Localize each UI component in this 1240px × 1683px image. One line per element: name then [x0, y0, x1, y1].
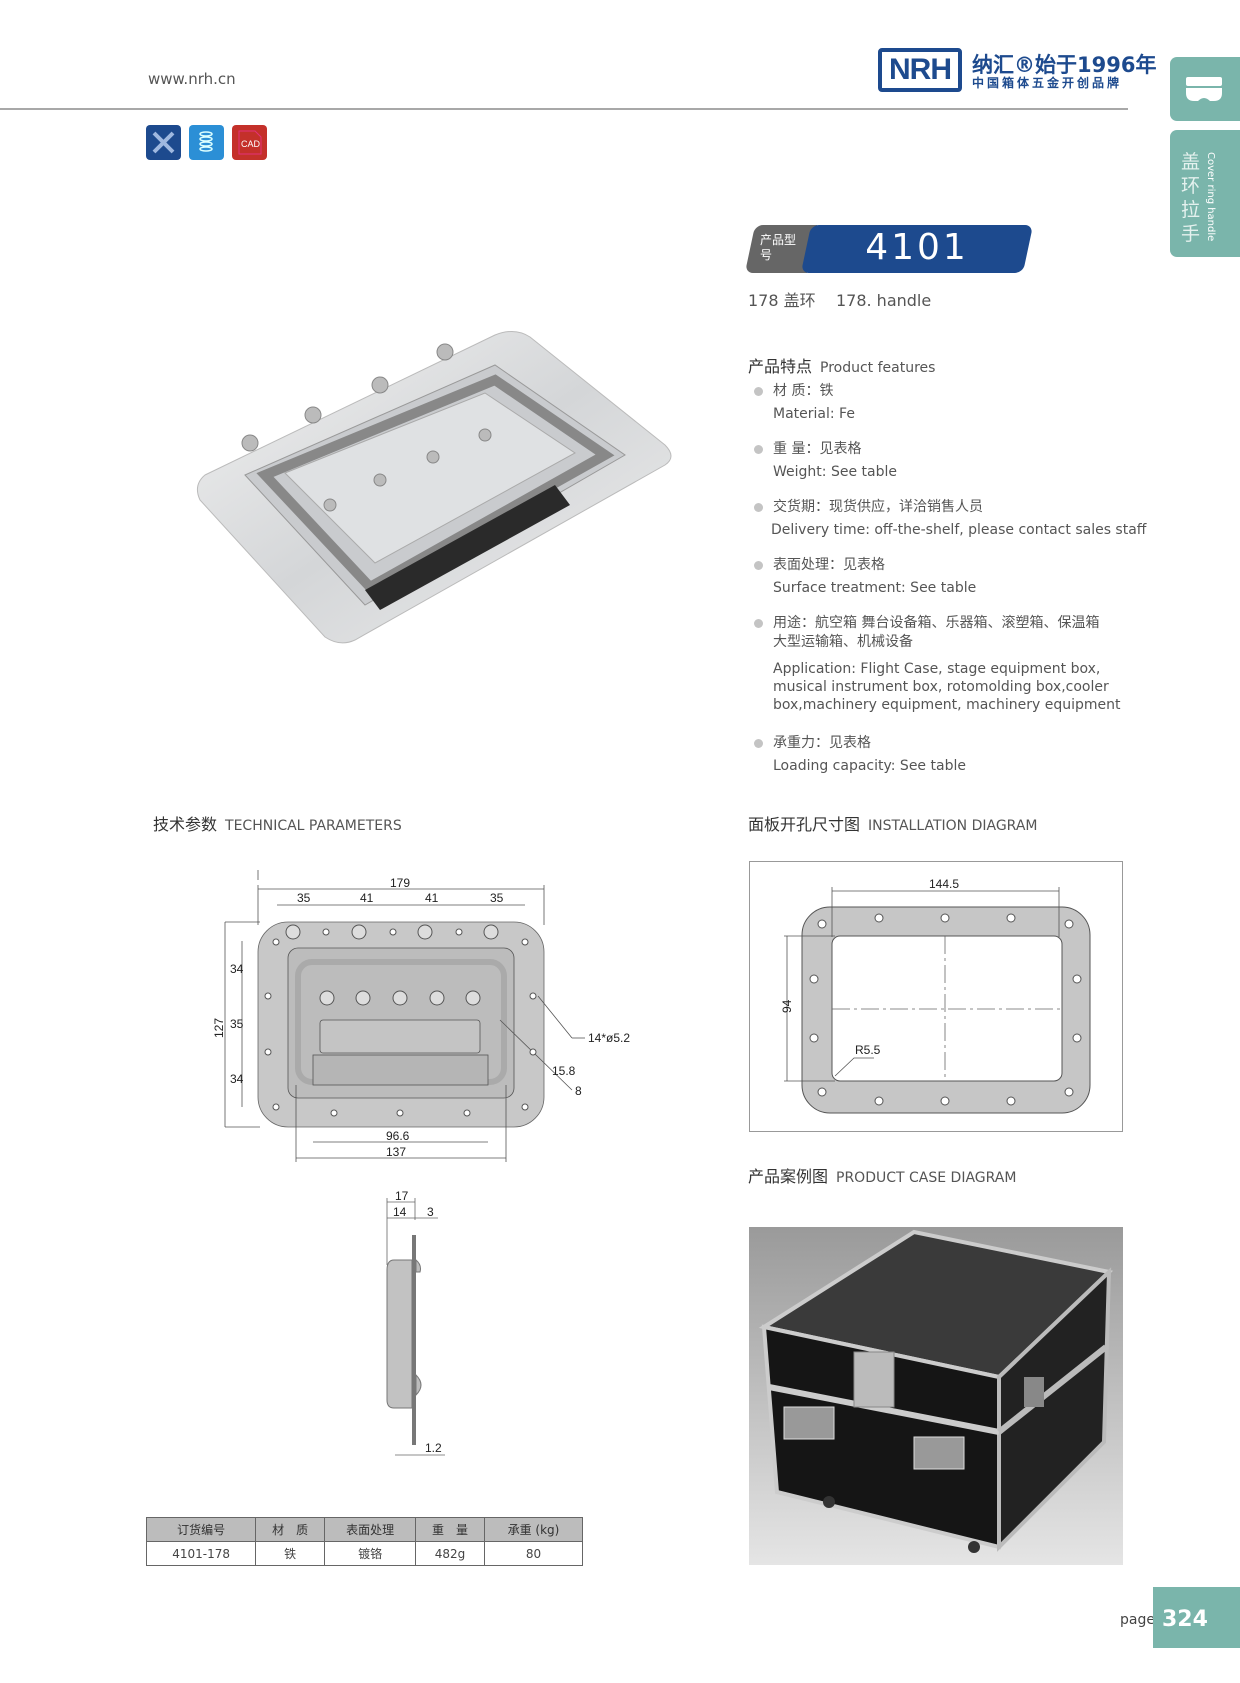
- column-header: 表面处理: [324, 1517, 417, 1542]
- dim-height: 127: [212, 1018, 226, 1038]
- table-cell: 482g: [415, 1541, 485, 1566]
- case-photo: [749, 1227, 1123, 1565]
- product-photo: [196, 331, 672, 644]
- category-tab-icon[interactable]: [1170, 57, 1240, 121]
- table-cell: 4101-178: [145, 1541, 257, 1566]
- dim-label: 35: [230, 1017, 244, 1031]
- page-number: 324: [1153, 1587, 1240, 1648]
- table-cell: 80: [483, 1541, 584, 1566]
- category-en: Cover ring handle: [1205, 152, 1216, 242]
- handle-icon: [1186, 77, 1222, 101]
- brand-slogan: 纳汇®始于1996年: [972, 53, 1157, 77]
- dim-height: 94: [780, 999, 794, 1013]
- svg-text:CAD: CAD: [241, 139, 261, 149]
- dim-label: 35: [490, 891, 504, 905]
- brand-subslogan: 中国箱体五金开创品牌: [972, 76, 1123, 90]
- table-row: 4101-178 铁 镀铬 482g 80: [145, 1541, 584, 1566]
- dim-radius: R5.5: [855, 1043, 881, 1057]
- category-zh: 盖环拉手: [1181, 151, 1201, 245]
- dim-label: 34: [230, 962, 244, 976]
- dim-label: 96.6: [386, 1129, 410, 1143]
- column-header: 重 量: [415, 1517, 485, 1542]
- dim-label: 15.8: [552, 1064, 576, 1078]
- model-subtitle: 178 盖环 178. handle: [748, 291, 932, 310]
- header-divider: [0, 108, 1128, 110]
- dim-label: 14: [393, 1205, 407, 1219]
- category-tab-cover-ring-handle[interactable]: [1170, 130, 1240, 257]
- dim-label: 41: [360, 891, 374, 905]
- website-url[interactable]: www.nrh.cn: [148, 70, 236, 88]
- dim-label: 3: [427, 1205, 434, 1219]
- cad-file-icon[interactable]: CAD: [232, 125, 267, 160]
- column-header: 订货编号: [145, 1517, 257, 1542]
- column-header: 材 质: [255, 1517, 326, 1542]
- table-cell: 铁: [255, 1541, 326, 1566]
- model-label: 产品型号: [760, 233, 797, 262]
- table-header-row: 订货编号 材 质 表面处理 重 量 承重 (kg): [145, 1517, 584, 1542]
- model-number: 4101: [865, 227, 969, 268]
- dim-label: 17: [395, 1189, 409, 1203]
- order-table: 订货编号 材 质 表面处理 重 量 承重 (kg) 4101-178 铁 镀铬 …: [145, 1517, 584, 1566]
- dim-label: 35: [297, 891, 311, 905]
- dim-holes: 14*ø5.2: [588, 1031, 630, 1045]
- table-cell: 镀铬: [324, 1541, 417, 1566]
- technical-drawing: 179 35 41 41 35 127 34 35 34 14*ø5.2 15.…: [212, 870, 630, 1162]
- dim-label: 137: [386, 1145, 406, 1159]
- dim-width: 144.5: [929, 877, 959, 891]
- side-profile-drawing: 17 14 3 1.2: [386, 1189, 445, 1456]
- spring-icon[interactable]: [189, 125, 224, 160]
- nrh-logo: NRH: [878, 48, 962, 92]
- page-label: page: [1120, 1612, 1155, 1628]
- dim-label: 8: [575, 1084, 582, 1098]
- dim-label: 1.2: [425, 1441, 442, 1455]
- dim-label: 34: [230, 1072, 244, 1086]
- dim-label: 41: [425, 891, 439, 905]
- column-header: 承重 (kg): [483, 1517, 584, 1542]
- tools-icon[interactable]: [146, 125, 181, 160]
- dim-width: 179: [390, 876, 410, 890]
